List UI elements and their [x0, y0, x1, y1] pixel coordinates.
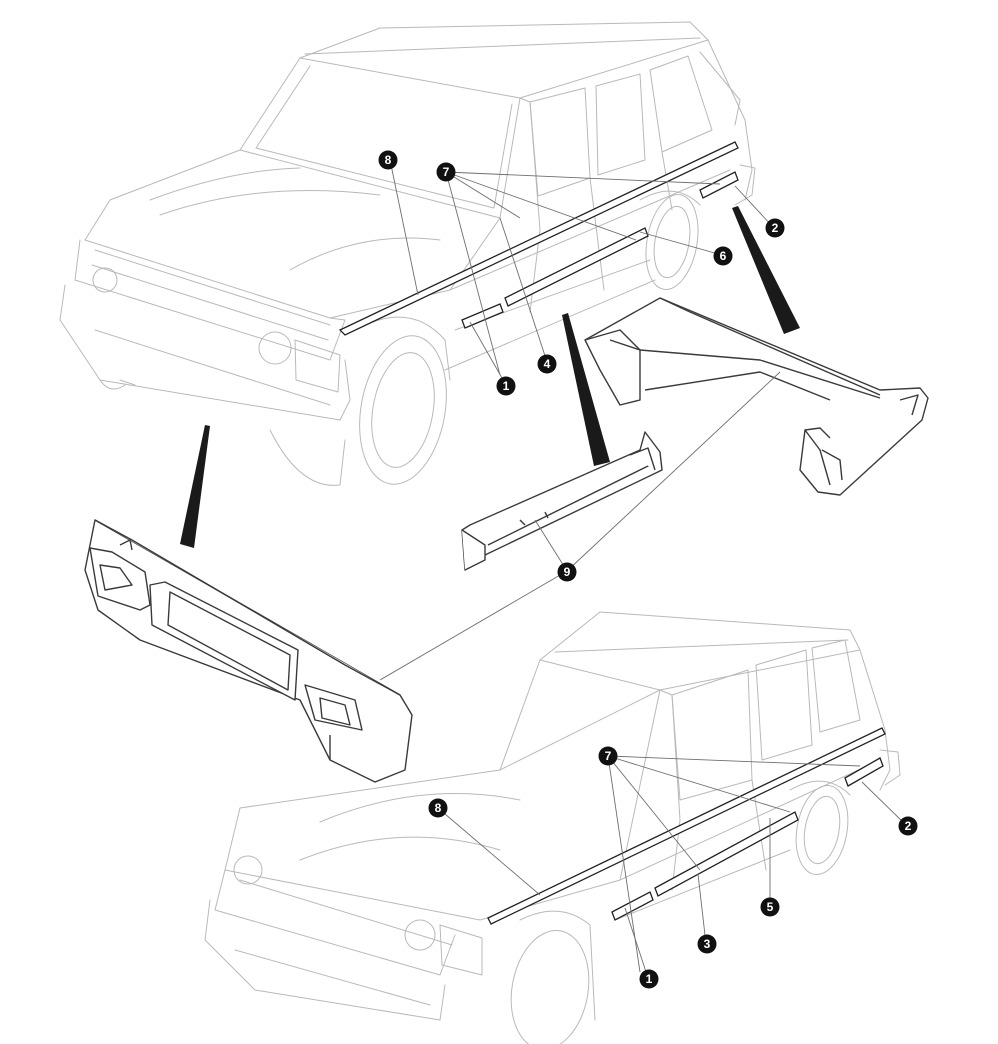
svg-text:1: 1 — [503, 379, 510, 393]
explode-arrows — [180, 206, 800, 548]
rear-wing-moulding-top — [699, 171, 739, 199]
svg-text:8: 8 — [385, 153, 392, 167]
door-moulding-top — [504, 227, 649, 307]
callout-3-bottom: 3 — [697, 934, 717, 954]
arrow-side-sill — [562, 313, 610, 466]
callout-8-top: 8 — [378, 150, 398, 170]
svg-text:2: 2 — [772, 221, 779, 235]
bottom-vehicle-trim — [487, 727, 886, 925]
body-side-moulding-bottom — [487, 727, 886, 925]
rear-bumper-part — [584, 297, 929, 496]
callout-1-top: 1 — [496, 376, 516, 396]
door-moulding-bottom — [654, 811, 799, 897]
callout-2-top: 2 — [765, 218, 785, 238]
svg-text:5: 5 — [767, 900, 774, 914]
callout-1-bottom: 1 — [639, 969, 659, 989]
top-vehicle-trim — [338, 141, 739, 336]
top-vehicle-illustration — [59, 21, 756, 486]
svg-text:4: 4 — [544, 357, 551, 371]
svg-text:6: 6 — [720, 249, 727, 263]
callouts: 8 7 2 6 4 1 9 7 — [378, 150, 918, 989]
callout-7-bottom: 7 — [598, 746, 618, 766]
rear-wing-moulding-bottom — [844, 757, 884, 787]
front-bumper-part — [84, 519, 413, 783]
callout-2-bottom: 2 — [898, 816, 918, 836]
leader-lines — [379, 159, 908, 979]
svg-text:2: 2 — [905, 819, 912, 833]
svg-text:9: 9 — [564, 565, 571, 579]
svg-text:1: 1 — [646, 972, 653, 986]
body-side-moulding-top — [338, 141, 739, 336]
bottom-vehicle-illustration — [204, 611, 901, 1044]
arrow-rear-bumper — [732, 206, 800, 334]
side-sill-part — [461, 431, 663, 571]
front-wing-moulding-top — [461, 303, 504, 329]
callout-6-top: 6 — [713, 246, 733, 266]
arrow-front-bumper — [180, 425, 210, 548]
svg-text:7: 7 — [443, 165, 450, 179]
callout-4-top: 4 — [537, 354, 557, 374]
callout-9: 9 — [557, 562, 577, 582]
callout-8-bottom: 8 — [428, 798, 448, 818]
callout-5-bottom: 5 — [760, 897, 780, 917]
callout-7-top: 7 — [436, 162, 456, 182]
front-wing-moulding-bottom — [611, 891, 654, 921]
svg-text:8: 8 — [435, 801, 442, 815]
svg-text:3: 3 — [704, 937, 711, 951]
svg-text:7: 7 — [605, 749, 612, 763]
